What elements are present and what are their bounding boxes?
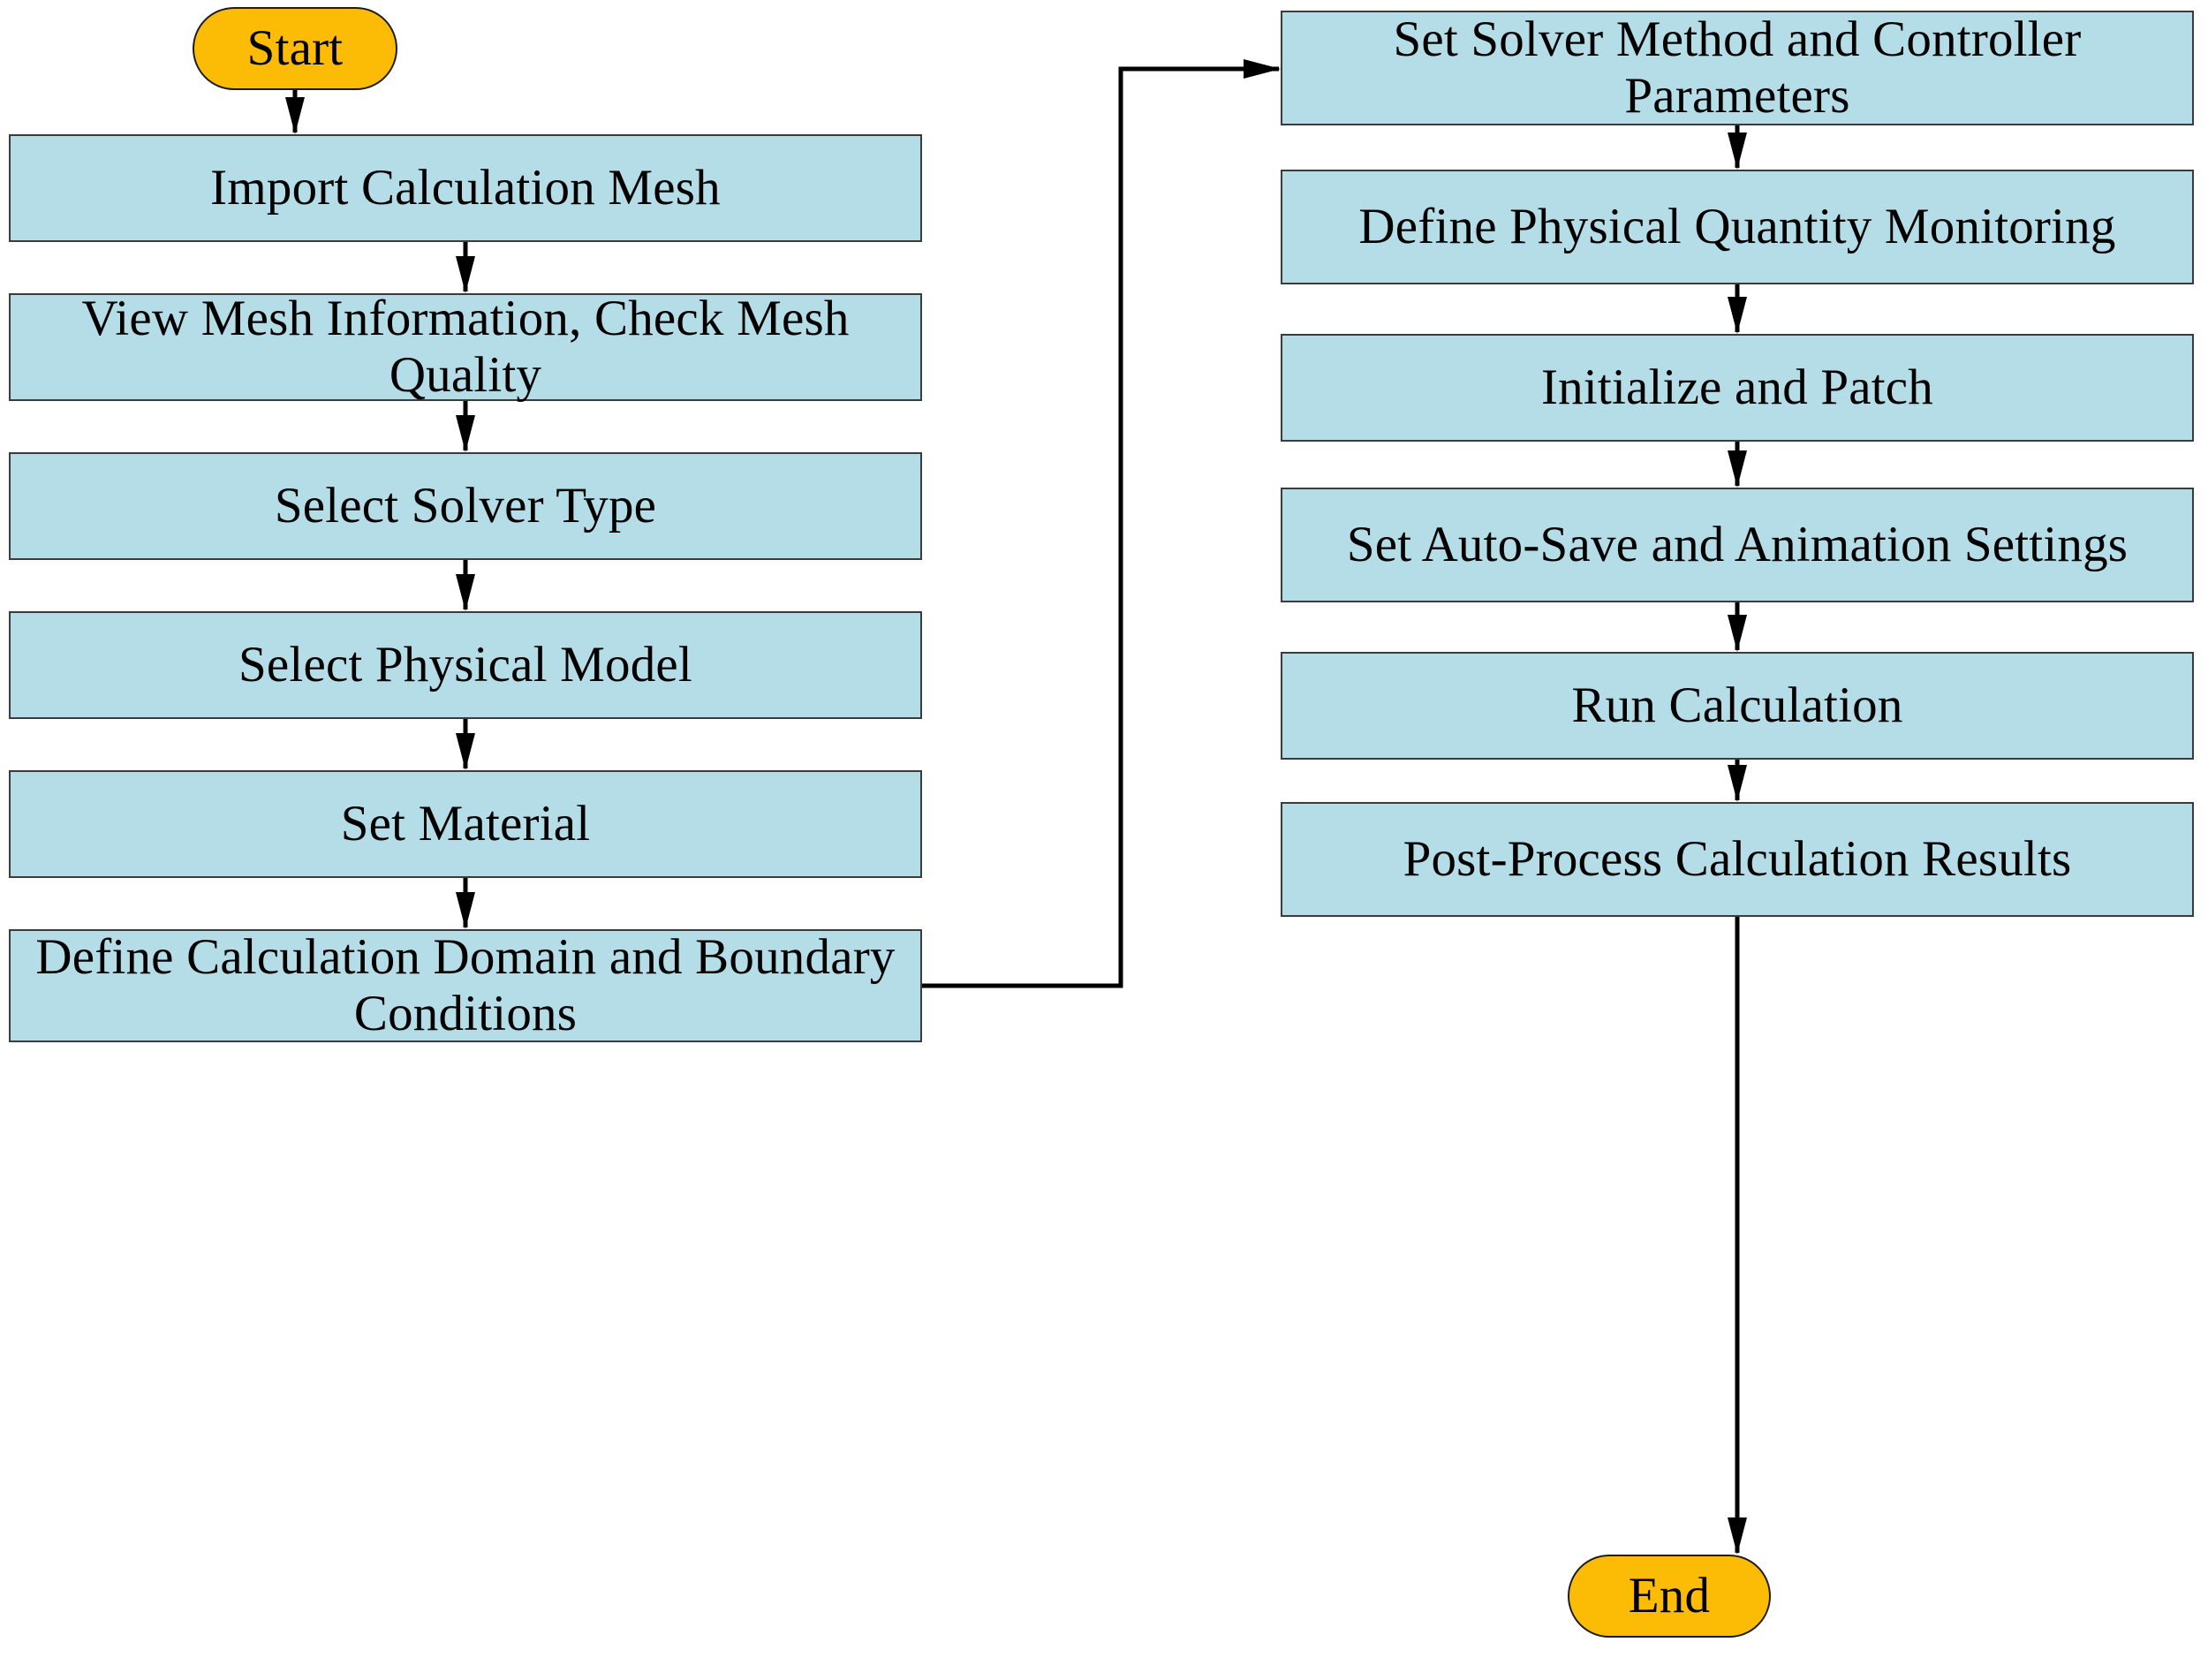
arrowhead-e-solvertype-phys <box>456 574 475 611</box>
arrowhead-e-post-end <box>1728 1517 1747 1555</box>
node-label-monitoring: Define Physical Quantity Monitoring <box>1358 199 2116 255</box>
arrowhead-e-import-view <box>456 256 475 293</box>
node-label-domain-bc: Define Calculation Domain and Boundary C… <box>35 929 896 1041</box>
edge-e-domain-solverctrl <box>922 66 1279 988</box>
arrowhead-e-mon-init <box>1728 297 1747 334</box>
node-label-end: End <box>1628 1567 1711 1623</box>
node-monitoring[interactable]: Define Physical Quantity Monitoring <box>1281 170 2194 284</box>
arrowhead-e-start-import <box>285 97 305 134</box>
node-label-autosave: Set Auto-Save and Animation Settings <box>1346 517 2129 573</box>
node-label-post-process: Post-Process Calculation Results <box>1403 831 2072 888</box>
node-domain-bc[interactable]: Define Calculation Domain and Boundary C… <box>9 929 922 1042</box>
node-label-start: Start <box>246 19 344 76</box>
node-label-phys-model: Select Physical Model <box>238 637 692 693</box>
node-autosave[interactable]: Set Auto-Save and Animation Settings <box>1281 488 2194 602</box>
node-set-material[interactable]: Set Material <box>9 770 922 878</box>
node-label-init-patch: Initialize and Patch <box>1541 359 1933 416</box>
node-solver-ctrl[interactable]: Set Solver Method and Controller Paramet… <box>1281 11 2194 125</box>
node-solver-type[interactable]: Select Solver Type <box>9 452 922 560</box>
node-import-mesh[interactable]: Import Calculation Mesh <box>9 134 922 242</box>
node-label-set-material: Set Material <box>340 796 591 852</box>
node-label-solver-ctrl: Set Solver Method and Controller Paramet… <box>1393 11 2082 124</box>
node-start[interactable]: Start <box>193 7 397 90</box>
node-init-patch[interactable]: Initialize and Patch <box>1281 334 2194 442</box>
node-label-view-mesh: View Mesh Information, Check Mesh Qualit… <box>81 291 850 403</box>
arrowhead-e-domain-solverctrl <box>1244 59 1281 79</box>
arrowhead-e-phys-material <box>456 733 475 770</box>
arrowhead-e-autosave-run <box>1728 615 1747 652</box>
node-post-process[interactable]: Post-Process Calculation Results <box>1281 802 2194 917</box>
node-label-import-mesh: Import Calculation Mesh <box>210 160 721 216</box>
arrowhead-e-material-domain <box>456 892 475 929</box>
arrowhead-e-view-solvertype <box>456 415 475 452</box>
node-run-calc[interactable]: Run Calculation <box>1281 652 2194 760</box>
node-end[interactable]: End <box>1568 1555 1771 1638</box>
arrowhead-e-run-post <box>1728 765 1747 802</box>
node-label-run-calc: Run Calculation <box>1571 677 1903 734</box>
node-label-solver-type: Select Solver Type <box>274 478 657 534</box>
node-view-mesh[interactable]: View Mesh Information, Check Mesh Qualit… <box>9 291 922 403</box>
node-phys-model[interactable]: Select Physical Model <box>9 611 922 719</box>
arrowhead-e-solverctrl-mon <box>1728 132 1747 170</box>
arrowhead-e-init-autosave <box>1728 450 1747 488</box>
